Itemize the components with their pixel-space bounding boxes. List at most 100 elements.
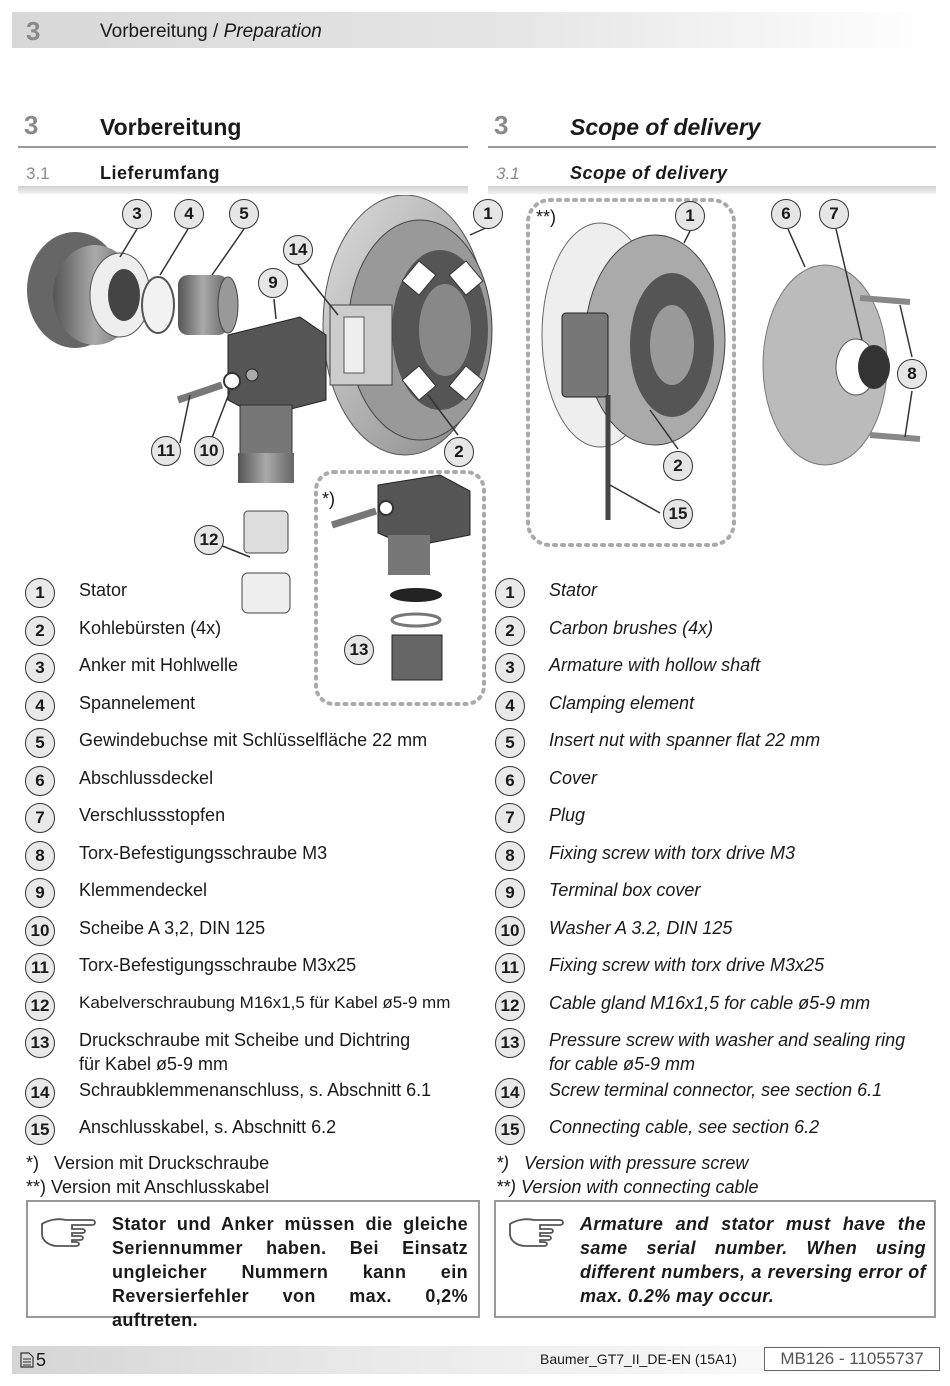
exploded-view-illustration	[27, 195, 921, 706]
legend-text: Terminal box cover	[549, 880, 701, 900]
section-rule-en	[488, 146, 936, 148]
legend-text: Stator	[79, 580, 128, 600]
section-title-de: Vorbereitung	[100, 114, 242, 140]
legend-number-badge: 5	[495, 728, 525, 758]
figure-marker-double: **)	[536, 207, 557, 227]
footnote-de-2: **) Version mit Anschlusskabel	[26, 1177, 270, 1197]
legend-number-badge: 11	[25, 953, 55, 983]
legend-number-badge: 11	[495, 953, 525, 983]
subsection-number-de: 3.1	[26, 164, 50, 183]
legend-number-badge: 13	[495, 1028, 525, 1058]
clamping-element-part	[141, 276, 175, 334]
legend-number-badge: 1	[25, 578, 55, 608]
legend-text: Anschlusskabel, s. Abschnitt 6.2	[79, 1117, 337, 1137]
legend-number-badge: 7	[25, 803, 55, 833]
legend-text: Klemmendeckel	[79, 880, 208, 900]
legend-number-badge: 6	[495, 766, 525, 796]
legend-number-badge: 2	[495, 616, 525, 646]
legend-number-badge: 3	[495, 653, 525, 683]
legend-text: Carbon brushes (4x)	[549, 618, 714, 638]
stator-cable-variant-part	[541, 222, 726, 520]
figure-callout: 14	[283, 235, 313, 265]
legend-number-badge: 15	[495, 1115, 525, 1145]
figure-callout: 3	[122, 199, 152, 229]
terminal-box-part	[176, 316, 327, 483]
legend-number-badge: 10	[495, 916, 525, 946]
legend-text: Schraubklemmenanschluss, s. Abschnitt 6.…	[79, 1080, 432, 1100]
subsection-title-en: Scope of delivery	[570, 163, 728, 183]
legend-number-badge: 15	[25, 1115, 55, 1145]
footnote-de-1: *) Version mit Druckschraube	[26, 1153, 270, 1173]
variant-frame-double	[526, 198, 736, 547]
note-box-de: Stator und Anker müssen die gleiche Seri…	[26, 1200, 480, 1330]
document-id: MB126 - 11055737	[764, 1347, 940, 1371]
figure-callout: 15	[663, 499, 693, 529]
legend-text: Plug	[549, 805, 586, 825]
legend-number-badge: 12	[25, 991, 55, 1021]
legend-text: Verschlussstopfen	[79, 805, 226, 825]
subsection-title-de: Lieferumfang	[100, 163, 221, 183]
legend-text: Washer A 3.2, DIN 125	[549, 918, 733, 938]
legend-number-badge: 5	[25, 728, 55, 758]
figure-callout: 12	[194, 525, 224, 555]
legend-number-badge: 9	[25, 878, 55, 908]
note-text-en: Armature and stator must have the same s…	[580, 1214, 926, 1306]
chapter-number: 3	[26, 16, 41, 46]
page-number: 5	[36, 1350, 47, 1370]
legend-text: Stator	[549, 580, 598, 600]
stator-part	[322, 195, 493, 456]
subsection-rule-en	[488, 186, 936, 194]
legend-text: Cover	[549, 768, 598, 788]
cable-gland-part	[241, 510, 291, 614]
figure-callout: 2	[663, 451, 693, 481]
legend-text: Torx-Befestigungsschraube M3	[79, 843, 328, 863]
legend-text: Kabelverschraubung M16x1,5 für Kabel ø5-…	[79, 993, 451, 1012]
legend-text: Spannelement	[79, 693, 196, 713]
section-title-en: Scope of delivery	[570, 114, 761, 140]
figure-marker-single: *)	[322, 489, 335, 509]
note-text-de: Stator und Anker müssen die gleiche Seri…	[112, 1214, 468, 1330]
legend-number-badge: 6	[25, 766, 55, 796]
figure-callout: 8	[897, 359, 927, 389]
legend-text: Cable gland M16x1,5 for cable ø5-9 mm	[549, 993, 871, 1013]
leader-lines	[119, 226, 913, 558]
legend-text: Scheibe A 3,2, DIN 125	[79, 918, 266, 938]
legend-text: Clamping element	[549, 693, 695, 713]
note-box-en: Armature and stator must have the same s…	[494, 1200, 936, 1318]
section-rule-de	[18, 146, 468, 148]
page-footer: 5 Baumer_GT7_II_DE-EN (15A1) MB126 - 110…	[12, 1346, 940, 1374]
legend-text: Fixing screw with torx drive M3	[549, 843, 796, 863]
subsection-rule-de	[18, 186, 468, 194]
document-name: Baumer_GT7_II_DE-EN (15A1)	[540, 1351, 737, 1367]
legend-text: Torx-Befestigungsschraube M3x25	[79, 955, 357, 975]
legend-number-badge: 2	[25, 616, 55, 646]
figure-callout: 4	[174, 199, 204, 229]
pointing-hand-icon	[509, 1218, 564, 1247]
legend-number-badge: 7	[495, 803, 525, 833]
legend-number-badge: 9	[495, 878, 525, 908]
legend-number-badge: 13	[25, 1028, 55, 1058]
legend-number-badge: 8	[495, 841, 525, 871]
legend-number-badge: 12	[495, 991, 525, 1021]
pressure-screw-variant-part	[330, 474, 471, 681]
figure-callout: 2	[444, 437, 474, 467]
page-header: 3 Vorbereitung / Preparation	[12, 12, 938, 48]
figure-callout: 11	[151, 436, 181, 466]
legend-number-badge: 4	[25, 691, 55, 721]
legend-text: Pressure screw with washer and sealing r…	[549, 1030, 906, 1074]
legend-text: Screw terminal connector, see section 6.…	[549, 1080, 883, 1100]
page-icon	[20, 1352, 34, 1368]
header-title: Vorbereitung / Preparation	[100, 21, 322, 42]
figure-callout: 10	[194, 436, 224, 466]
legend-text: Abschlussdeckel	[79, 768, 214, 788]
legend-text: Kohlebürsten (4x)	[79, 618, 222, 638]
legend-number-badge: 14	[25, 1078, 55, 1108]
legend-text: Fixing screw with torx drive M3x25	[549, 955, 825, 975]
legend-number-badge: 1	[495, 578, 525, 608]
pointing-hand-icon	[41, 1218, 96, 1247]
legend-number-badge: 8	[25, 841, 55, 871]
variant-frame-single	[314, 470, 486, 706]
legend-text: Insert nut with spanner flat 22 mm	[549, 730, 821, 750]
figure-callout: 1	[473, 199, 503, 229]
